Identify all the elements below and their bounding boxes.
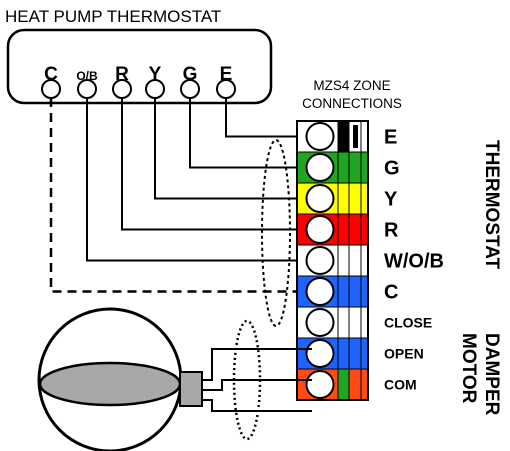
- wire-bundle-damper: [232, 319, 262, 441]
- terminal-screw: [305, 215, 335, 244]
- terminal-screw: [305, 122, 335, 151]
- zone-header-line1: MZS4 ZONE: [313, 78, 390, 93]
- terminal-color-segment: [361, 276, 368, 307]
- thermostat-terminal-screw: [112, 79, 132, 99]
- thermostat-terminal-label: O/B: [76, 69, 98, 83]
- terminal-color-segment: [361, 307, 368, 338]
- terminal-screw: [305, 370, 335, 399]
- thermostat-terminal-screw: [216, 79, 236, 99]
- terminal-color-segment: [349, 245, 361, 276]
- thermostat-wire: [154, 98, 307, 200]
- terminal-screw: [305, 246, 335, 275]
- terminal-screw: [305, 184, 335, 213]
- wire-bundle-thermostat: [261, 139, 291, 327]
- terminal-color-segment: [361, 369, 368, 400]
- thermostat-wires: [49, 98, 307, 293]
- damper-motor: [37, 307, 203, 451]
- thermostat-terminal-screw: [145, 79, 165, 99]
- thermostat-body: [6, 28, 273, 105]
- damper-wires: [202, 348, 312, 412]
- zone-terminal-label: R: [384, 220, 399, 242]
- zone-terminal-label: G: [384, 158, 400, 180]
- terminal-color-segment: [349, 152, 361, 183]
- thermostat-wire: [86, 98, 307, 262]
- common-wire-dashed: [49, 98, 307, 293]
- terminal-screw: [305, 153, 335, 182]
- terminal-color-segment: [361, 338, 368, 369]
- thermostat-terminal-screw: [41, 79, 61, 99]
- terminal-screw: [305, 277, 335, 306]
- zone-terminal-label: COM: [384, 377, 417, 393]
- terminal-color-segment: [349, 338, 361, 369]
- thermostat-wire: [189, 98, 307, 169]
- thermostat-terminal-screw: [180, 79, 200, 99]
- thermostat-wire: [225, 98, 307, 138]
- terminal-color-segment: [338, 338, 349, 369]
- terminal-color-segment: [338, 214, 349, 245]
- thermostat-side-label: THERMOSTAT: [481, 140, 502, 270]
- zone-terminal-label: Y: [384, 189, 398, 211]
- thermostat-terminal-screw: [77, 79, 97, 99]
- terminal-screw: [305, 339, 335, 368]
- damper-motor-shaft: [179, 371, 203, 407]
- terminal-color-segment: [338, 183, 349, 214]
- terminal-color-segment: [338, 276, 349, 307]
- terminal-color-segment: [361, 152, 368, 183]
- terminal-color-segment: [349, 214, 361, 245]
- terminal-color-segment: [361, 183, 368, 214]
- terminal-color-segment: [338, 369, 349, 400]
- zone-terminal-label: OPEN: [384, 346, 424, 362]
- terminal-color-segment: [338, 245, 349, 276]
- damper-blade: [38, 361, 182, 407]
- terminal-color-segment: [349, 369, 361, 400]
- terminal-color-segment: [361, 121, 368, 152]
- thermostat-title: HEAT PUMP THERMOSTAT: [5, 7, 221, 26]
- terminal-color-segment: [361, 214, 368, 245]
- terminal-color-segment: [338, 307, 349, 338]
- zone-terminal-label: E: [384, 127, 397, 149]
- damper-side-label-2: MOTOR: [458, 333, 479, 404]
- thermostat-wire: [121, 98, 307, 231]
- terminal-marker: [353, 125, 358, 148]
- zone-terminal-label: CLOSE: [384, 315, 432, 331]
- zone-terminal-label: C: [384, 282, 398, 304]
- damper-side-label-1: DAMPER: [481, 333, 502, 416]
- zone-header-line2: CONNECTIONS: [302, 96, 402, 111]
- terminal-screw: [305, 308, 335, 337]
- zone-terminal-label: W/O/B: [384, 251, 444, 273]
- terminal-color-segment: [338, 121, 349, 152]
- terminal-color-segment: [349, 307, 361, 338]
- terminal-color-segment: [349, 276, 361, 307]
- terminal-color-segment: [349, 183, 361, 214]
- terminal-color-segment: [361, 245, 368, 276]
- terminal-color-segment: [338, 152, 349, 183]
